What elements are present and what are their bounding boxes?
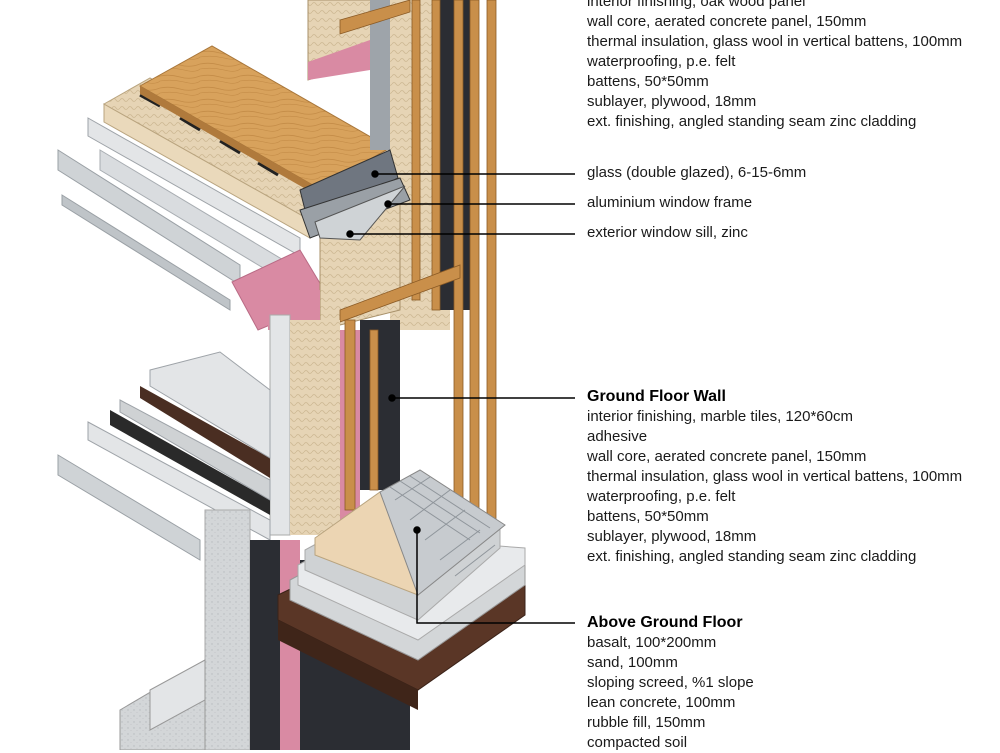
- leader-lines: [346, 170, 575, 624]
- window-sill-label: exterior window sill, zinc: [587, 224, 748, 241]
- glass-label: glass (double glazed), 6-15-6mm: [587, 164, 807, 181]
- upper-wall-layer: interior finishing, oak wood panel: [587, 0, 806, 10]
- ground-floor-wall-heading: Ground Floor Wall: [587, 388, 726, 405]
- ground-floor-wall-layer: waterproofing, p.e. felt: [587, 488, 736, 505]
- ground-floor-wall-layer: adhesive: [587, 428, 648, 445]
- above-ground-floor-layer: sand, 100mm: [587, 654, 678, 671]
- ground-floor-wall-layer: ext. finishing, angled standing seam zin…: [587, 548, 917, 565]
- ground-floor-wall: [269, 314, 400, 536]
- ground-floor-wall-layer: interior finishing, marble tiles, 120*60…: [587, 408, 853, 425]
- upper-wall-layer: wall core, aerated concrete panel, 150mm: [587, 13, 867, 30]
- ground-floor-wall-legend: Ground Floor Wall interior finishing, ma…: [587, 387, 962, 567]
- above-ground-floor-heading: Above Ground Floor: [587, 614, 743, 631]
- upper-wall-layer: waterproofing, p.e. felt: [587, 53, 736, 70]
- above-ground-floor-layer: rubble fill, 150mm: [587, 714, 706, 731]
- above-ground-floor-layer: basalt, 100*200mm: [587, 634, 717, 651]
- above-ground-floor-layer: sloping screed, %1 slope: [587, 674, 754, 691]
- ground-floor-wall-layer: wall core, aerated concrete panel, 150mm: [587, 448, 867, 465]
- ground-floor-wall-layer: thermal insulation, glass wool in vertic…: [587, 468, 963, 485]
- above-ground-floor-legend: Above Ground Floor basalt, 100*200mm san…: [587, 613, 754, 753]
- vertical-battens: [339, 0, 497, 571]
- upper-wall-layer: thermal insulation, glass wool in vertic…: [587, 33, 963, 50]
- window-frame-label: aluminium window frame: [587, 194, 753, 211]
- upper-wall-layer: ext. finishing, angled standing seam zin…: [587, 113, 917, 130]
- ground-floor-wall-layer: battens, 50*50mm: [587, 508, 709, 525]
- upper-wall-layers: interior finishing, oak wood panel wall …: [587, 0, 962, 132]
- ground-floor-wall-layer: sublayer, plywood, 18mm: [587, 528, 757, 545]
- above-ground-floor-layer: lean concrete, 100mm: [587, 694, 736, 711]
- upper-wall-layer: battens, 50*50mm: [587, 73, 709, 90]
- floor-buildup-block: [277, 469, 526, 710]
- upper-wall-layer: sublayer, plywood, 18mm: [587, 93, 757, 110]
- upper-floor-slab: [57, 45, 392, 331]
- above-ground-floor-layer: compacted soil: [587, 734, 688, 751]
